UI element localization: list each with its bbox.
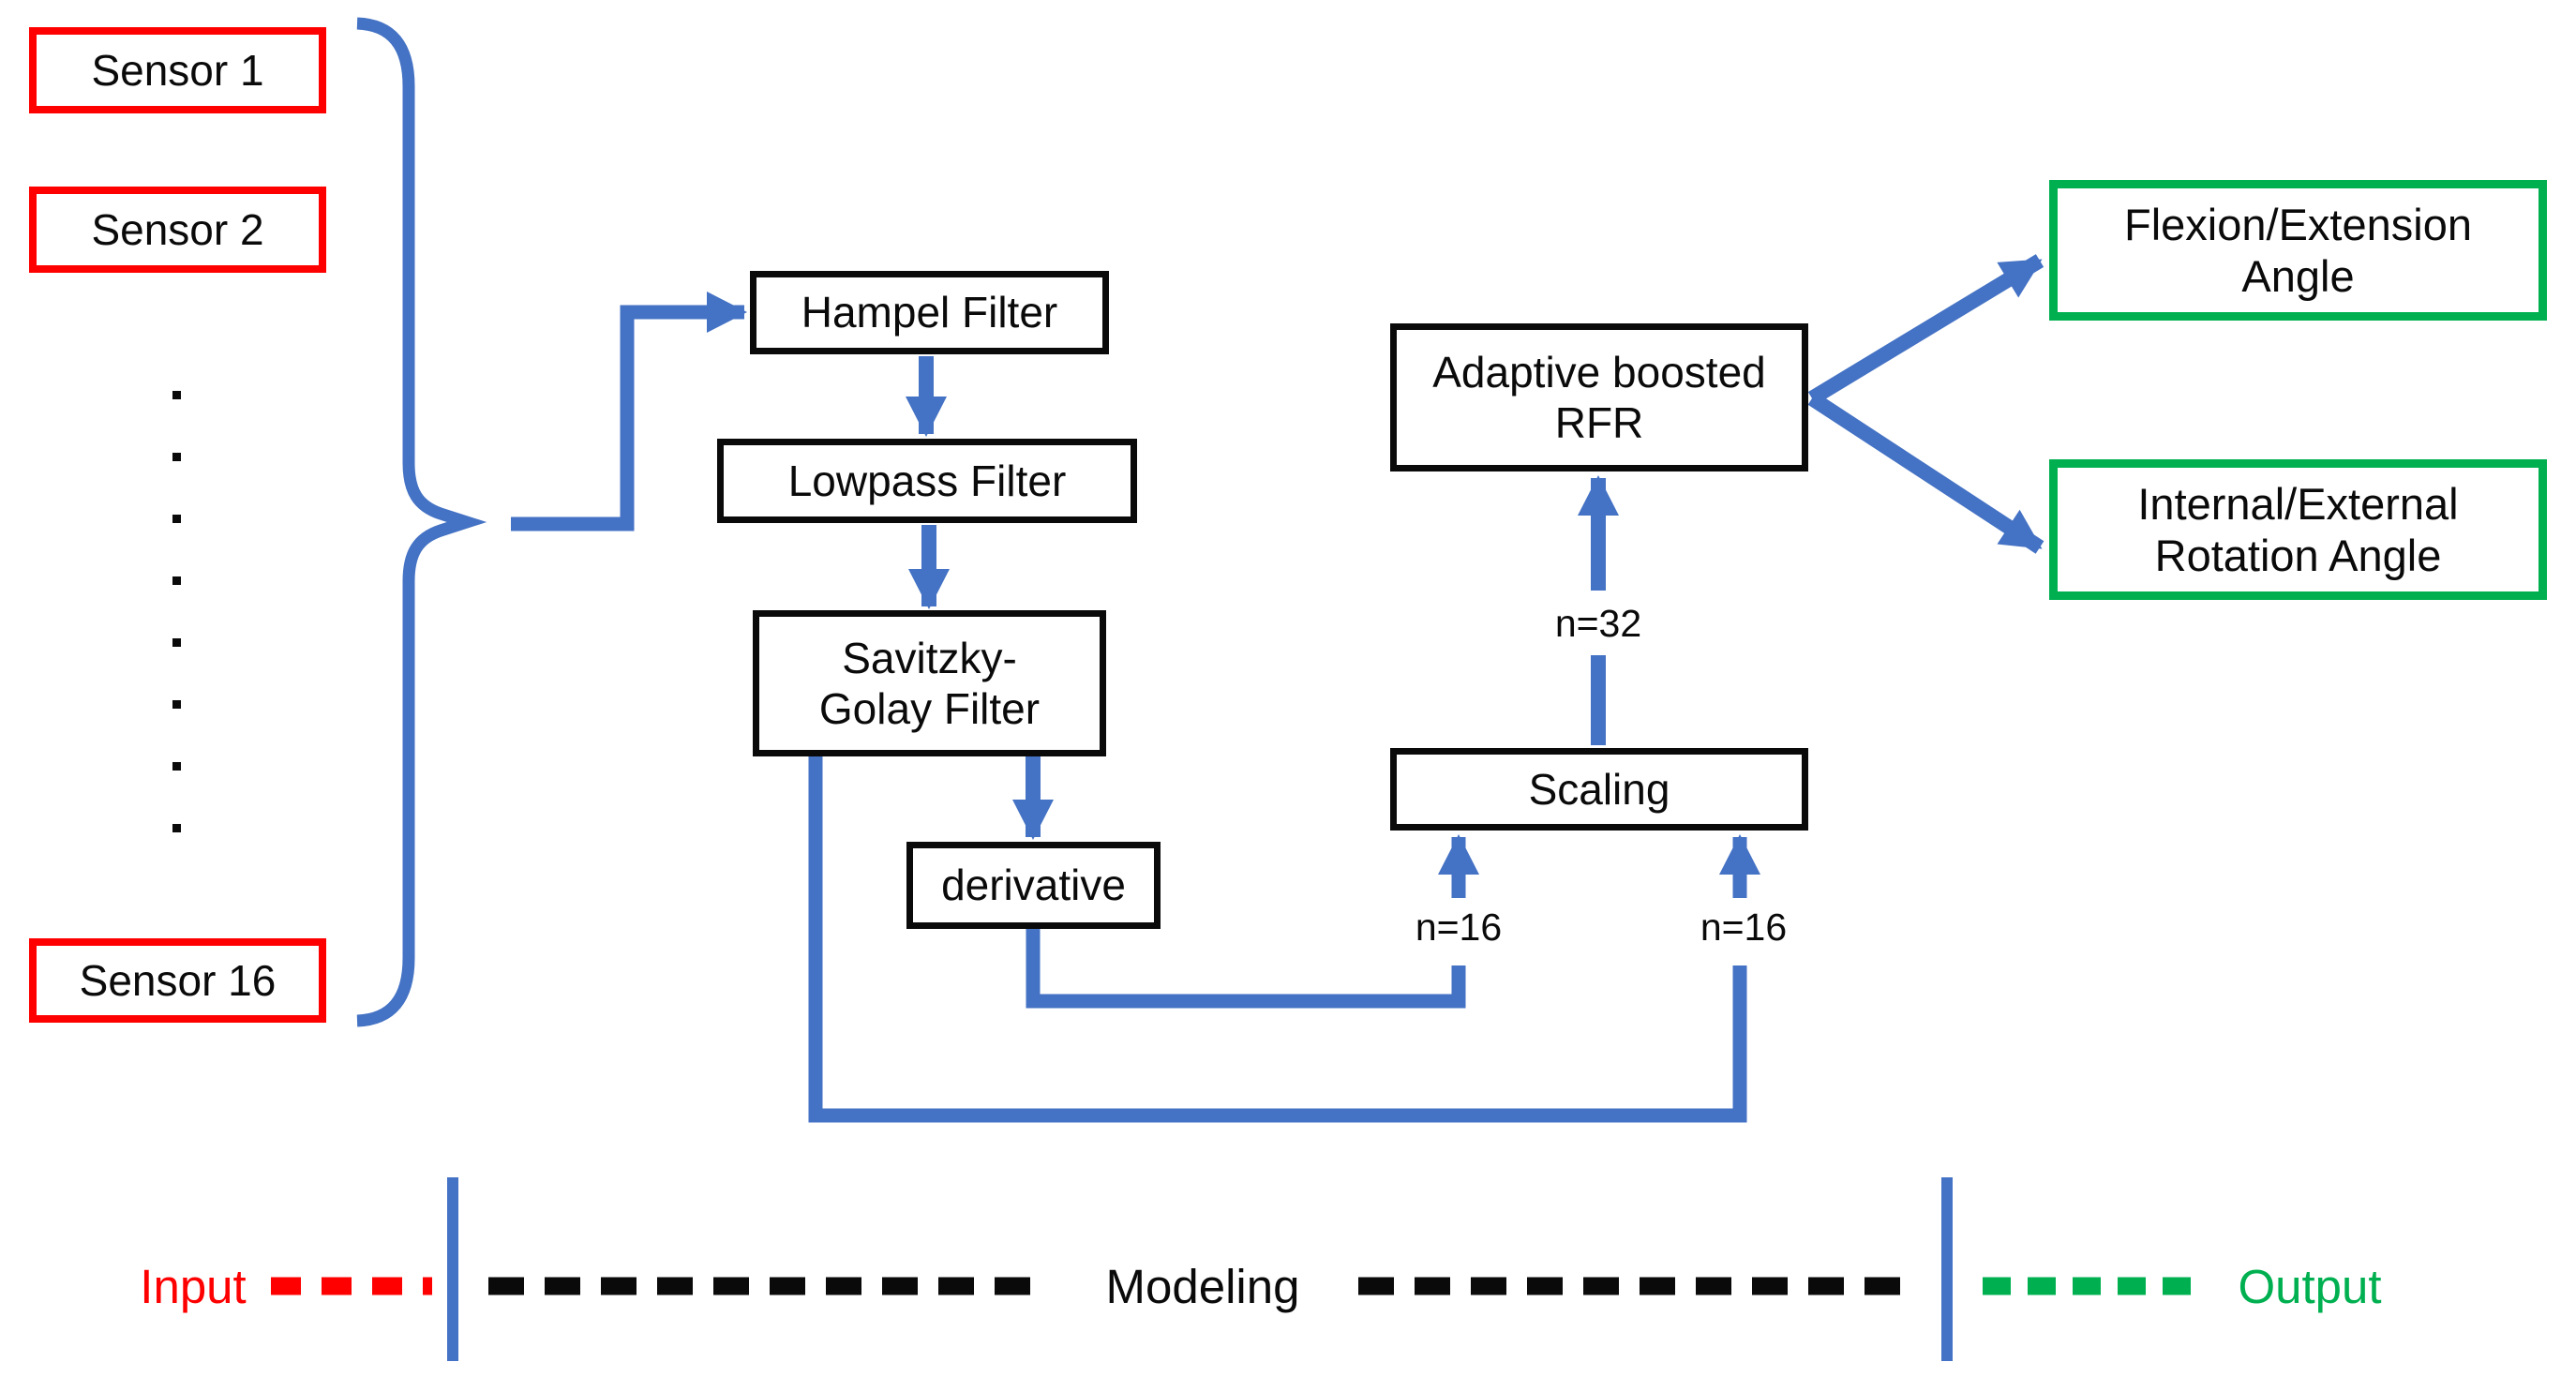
- ellipsis-dot: [172, 391, 181, 399]
- sensor-group-brace: [356, 17, 487, 1027]
- legend-input-label: Input: [140, 1259, 247, 1313]
- ellipsis-dot: [172, 576, 181, 585]
- ellipsis-dot: [172, 638, 181, 647]
- scaling-label: Scaling: [1528, 764, 1670, 814]
- ellipsis-dot: [172, 700, 181, 709]
- sensor-16-label: Sensor 16: [79, 955, 277, 1005]
- legend-modeling-label: Modeling: [1105, 1259, 1300, 1313]
- derivative-to-scaling-connector: [1026, 929, 1466, 1009]
- sensor-1-box: Sensor 1: [29, 27, 326, 113]
- sensor-2-label: Sensor 2: [91, 204, 264, 254]
- n16-left-label: n=16: [1415, 905, 1503, 949]
- ellipsis-dot: [172, 515, 181, 523]
- n16-right-label: n=16: [1700, 905, 1788, 949]
- ellipsis-dot: [172, 824, 181, 832]
- savgol-to-scaling-connector: [808, 756, 1747, 1123]
- sensor-16-box: Sensor 16: [29, 938, 326, 1023]
- adaptive-boosted-rfr-label: Adaptive boosted RFR: [1432, 347, 1766, 447]
- sensor-1-label: Sensor 1: [91, 45, 264, 95]
- n32-label: n=32: [1554, 601, 1642, 645]
- derivative-box: derivative: [906, 842, 1161, 929]
- ellipsis-dot: [172, 453, 181, 461]
- hampel-filter-box: Hampel Filter: [750, 271, 1109, 354]
- flexion-extension-angle-box: Flexion/Extension Angle: [2049, 180, 2547, 321]
- brace-to-hampel-connector: [511, 292, 747, 531]
- ellipsis-dot: [172, 762, 181, 771]
- sensor-ellipsis-dots: [172, 391, 182, 886]
- internal-external-rotation-angle-label: Internal/External Rotation Angle: [2137, 478, 2459, 580]
- lowpass-filter-box: Lowpass Filter: [717, 439, 1137, 523]
- derivative-label: derivative: [941, 861, 1126, 910]
- savgol-filter-label: Savitzky-Golay Filter: [818, 633, 1041, 733]
- sensor-2-box: Sensor 2: [29, 187, 326, 273]
- adaptive-boosted-rfr-box: Adaptive boosted RFR: [1390, 323, 1808, 471]
- rfr-to-rotation-arrow: [1807, 392, 2044, 554]
- scaling-box: Scaling: [1390, 748, 1808, 831]
- savgol-filter-box: Savitzky-Golay Filter: [753, 610, 1106, 756]
- lowpass-filter-label: Lowpass Filter: [787, 456, 1067, 505]
- legend-output-label: Output: [2238, 1259, 2382, 1313]
- flexion-extension-angle-label: Flexion/Extension Angle: [2124, 199, 2472, 301]
- internal-external-rotation-angle-box: Internal/External Rotation Angle: [2049, 459, 2547, 600]
- rfr-to-flexion-arrow: [1807, 254, 2044, 405]
- hampel-filter-label: Hampel Filter: [801, 288, 1058, 337]
